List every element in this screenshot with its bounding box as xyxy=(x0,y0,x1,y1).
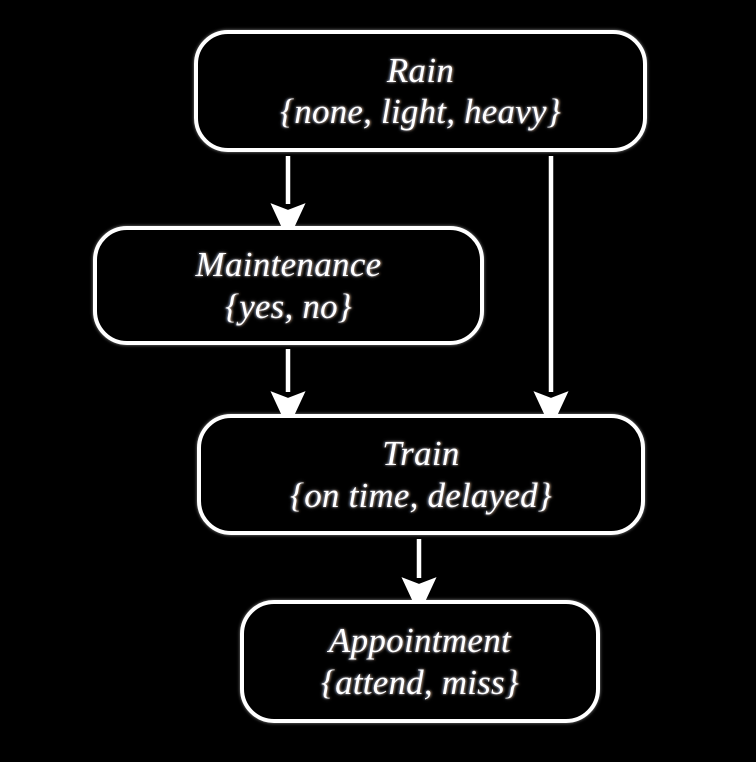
node-rain[interactable]: Rain {none, light, heavy} xyxy=(194,30,647,152)
node-appointment-states: {attend, miss} xyxy=(320,662,520,702)
node-train-states: {on time, delayed} xyxy=(290,475,552,515)
node-rain-states: {none, light, heavy} xyxy=(280,92,561,131)
node-maintenance-title: Maintenance xyxy=(195,245,382,285)
node-maintenance[interactable]: Maintenance {yes, no} xyxy=(93,226,484,345)
node-train[interactable]: Train {on time, delayed} xyxy=(197,414,645,535)
node-train-title: Train xyxy=(382,434,460,474)
node-rain-title: Rain xyxy=(386,50,455,90)
node-maintenance-states: {yes, no} xyxy=(225,286,352,326)
node-appointment[interactable]: Appointment {attend, miss} xyxy=(240,600,600,723)
node-appointment-title: Appointment xyxy=(328,621,512,661)
